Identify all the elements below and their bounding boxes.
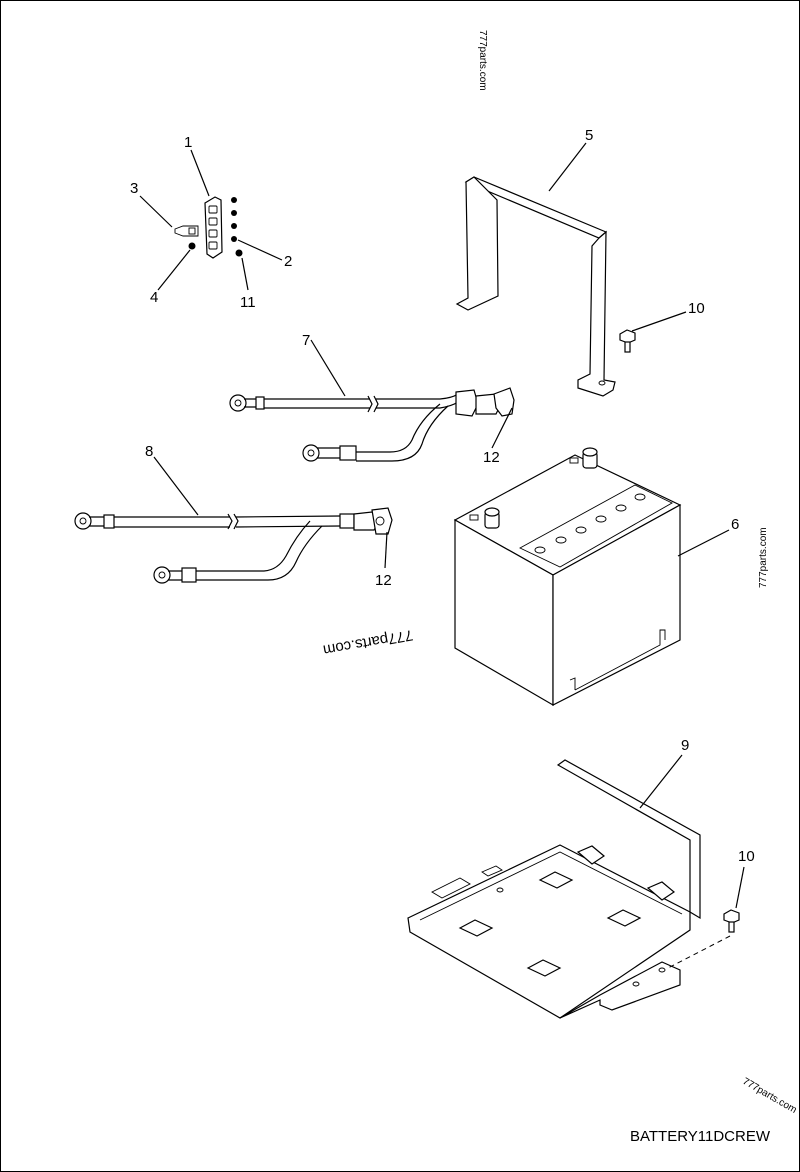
watermark-bottom-right: 777parts.com: [741, 1076, 799, 1116]
bolt-bottom: [667, 909, 740, 969]
watermark-right: 777parts.com: [758, 527, 769, 588]
terminal-block-assembly: [174, 196, 243, 259]
battery-cable-7: [229, 387, 515, 462]
battery: [453, 447, 682, 707]
battery-cable-8: [74, 507, 393, 584]
leader-lines: [139, 142, 745, 909]
callout-9: 9: [681, 737, 689, 754]
watermark-top: 777parts.com: [477, 30, 488, 91]
hold-down-bracket: [455, 176, 616, 397]
callout-3: 3: [130, 180, 138, 197]
battery-tray: [407, 759, 701, 1019]
callout-7: 7: [302, 332, 310, 349]
callout-8: 8: [145, 443, 153, 460]
callout-12-upper: 12: [483, 449, 500, 466]
callout-10-top: 10: [688, 300, 705, 317]
callout-2: 2: [284, 253, 292, 270]
bolt-top: [619, 329, 636, 353]
callout-5: 5: [585, 127, 593, 144]
callout-12-lower: 12: [375, 572, 392, 589]
callout-11: 11: [240, 294, 256, 311]
drawing-code-label: BATTERY11DCREW: [629, 1128, 770, 1145]
callout-6: 6: [731, 516, 739, 533]
watermark-middle: 777parts.com: [322, 626, 414, 659]
callout-4: 4: [150, 289, 158, 306]
callout-10-bottom: 10: [738, 848, 755, 865]
callout-1: 1: [184, 134, 192, 151]
callouts: 1 2 3 4 5 6 7 8 9 10 10 11 12 12: [130, 127, 755, 865]
